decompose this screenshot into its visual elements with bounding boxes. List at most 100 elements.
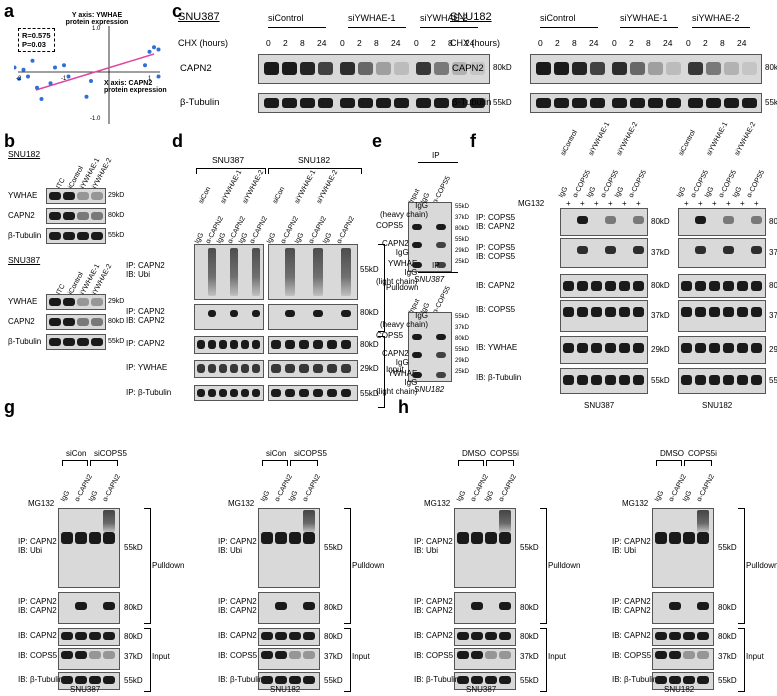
lane-label: IgG bbox=[731, 185, 744, 199]
tubulin-band bbox=[394, 98, 409, 108]
band bbox=[252, 389, 260, 397]
x-axis-title: X axis: CAPN2 protein expression bbox=[104, 80, 167, 94]
group-label: siControl bbox=[540, 13, 576, 23]
input-band bbox=[633, 281, 644, 291]
scatter-point bbox=[39, 97, 44, 101]
group-arrow bbox=[268, 27, 326, 28]
band bbox=[457, 632, 469, 640]
band bbox=[683, 632, 695, 640]
mg132-sign: + bbox=[684, 199, 689, 208]
capn2-band bbox=[318, 62, 333, 75]
mg132-label: MG132 bbox=[622, 499, 649, 508]
timepoint-label: 0 bbox=[612, 38, 617, 48]
blot-strip bbox=[454, 648, 516, 670]
scatter-plot: -3-2-1121.0-1.0 bbox=[14, 26, 161, 124]
kd-marker: 37kD bbox=[455, 215, 470, 221]
kd-marker: 29kD bbox=[108, 298, 125, 305]
band bbox=[697, 676, 709, 684]
kd-marker: 37kD bbox=[455, 325, 470, 331]
group-label: siControl bbox=[559, 129, 579, 157]
ip-band bbox=[577, 246, 588, 254]
capn2-ip-band bbox=[313, 310, 323, 317]
input-band bbox=[619, 281, 630, 291]
y-axis-title: Y axis: YWHAE protein expression bbox=[65, 12, 129, 26]
input-brace bbox=[344, 628, 351, 692]
band bbox=[208, 389, 216, 397]
kd-marker: 55kD bbox=[324, 543, 343, 552]
kd-marker: 55kD bbox=[765, 98, 777, 107]
blot-strip bbox=[58, 648, 120, 670]
group-bracket bbox=[62, 460, 88, 466]
ywhae-ip-band bbox=[436, 372, 446, 378]
ip-band bbox=[695, 216, 706, 224]
blot-strip bbox=[678, 300, 766, 332]
tubulin-band bbox=[706, 98, 721, 108]
kd-marker: 55kD bbox=[455, 237, 470, 243]
band bbox=[289, 632, 301, 640]
capn2-band bbox=[724, 62, 739, 75]
scatter-point bbox=[26, 74, 30, 79]
row-label: IgG (heavy chain) bbox=[380, 311, 429, 329]
group-label: COPS5i bbox=[688, 449, 717, 458]
igg-heavy-band bbox=[261, 532, 273, 544]
capn2-input-band bbox=[412, 352, 422, 358]
kd-marker: 80kD bbox=[520, 603, 539, 612]
band bbox=[303, 632, 315, 640]
row-label: IB: β-Tubulin bbox=[18, 675, 64, 684]
capn2-input-band bbox=[412, 242, 422, 248]
capn2-band bbox=[300, 62, 315, 75]
band bbox=[49, 232, 61, 240]
row-label: COPS5 bbox=[376, 331, 404, 340]
scatter-point bbox=[156, 74, 161, 79]
band bbox=[303, 676, 315, 684]
input-band bbox=[591, 307, 602, 317]
cops5-band bbox=[499, 651, 511, 659]
row-label: IgG (heavy chain) bbox=[380, 201, 429, 219]
mg132-sign: + bbox=[580, 199, 585, 208]
lane-label: IgG bbox=[321, 231, 334, 245]
mg132-sign: + bbox=[726, 199, 731, 208]
scatter-point bbox=[156, 47, 161, 52]
lane-label: IgG bbox=[653, 489, 666, 503]
ip-band bbox=[605, 216, 616, 224]
lane-label: α-COPS5 bbox=[627, 169, 649, 199]
blot-strip bbox=[408, 202, 452, 272]
lane-label: α-COPS5 bbox=[431, 175, 453, 205]
pulldown-brace bbox=[738, 508, 745, 624]
kd-marker: 80kD bbox=[718, 632, 737, 641]
band bbox=[197, 389, 205, 397]
cops5-band bbox=[103, 651, 115, 659]
kd-marker: 80kD bbox=[651, 281, 670, 290]
ubiquitin-smear bbox=[103, 510, 115, 532]
chx-label: CHX (hours) bbox=[450, 38, 501, 48]
igg-heavy-band bbox=[457, 532, 469, 544]
lane-label: α-COPS5 bbox=[431, 285, 453, 315]
cops5-band bbox=[289, 651, 301, 659]
section-label: Input bbox=[746, 652, 764, 661]
igg-heavy-band bbox=[89, 532, 101, 544]
row-label-capn2: CAPN2 bbox=[452, 63, 484, 74]
capn2-band bbox=[358, 62, 373, 75]
tubulin-band bbox=[554, 98, 569, 108]
capn2-band bbox=[264, 62, 279, 75]
igg-heavy-band bbox=[471, 532, 483, 544]
group-label: siCOPS5 bbox=[294, 449, 327, 458]
timepoint-label: 2 bbox=[555, 38, 560, 48]
r-value: R=0.575 bbox=[22, 31, 51, 40]
band bbox=[485, 632, 497, 640]
capn2-ip-band bbox=[285, 310, 295, 317]
row-label: IP: COPS5 IB: COPS5 bbox=[476, 243, 516, 261]
lane-label: IgG bbox=[237, 231, 250, 245]
igg-heavy-band bbox=[303, 532, 315, 544]
band bbox=[261, 676, 273, 684]
input-band bbox=[591, 281, 602, 291]
ywhae-input-band bbox=[412, 372, 422, 378]
kd-marker: 55kD bbox=[108, 338, 125, 345]
input-band bbox=[681, 281, 692, 291]
tubulin-band bbox=[452, 98, 467, 108]
tubulin-band bbox=[630, 98, 645, 108]
lane-label: α-CAPN2 bbox=[301, 473, 322, 503]
blot-strip bbox=[46, 294, 106, 310]
tubulin-band bbox=[742, 98, 757, 108]
capn2-ip-band bbox=[436, 242, 446, 248]
